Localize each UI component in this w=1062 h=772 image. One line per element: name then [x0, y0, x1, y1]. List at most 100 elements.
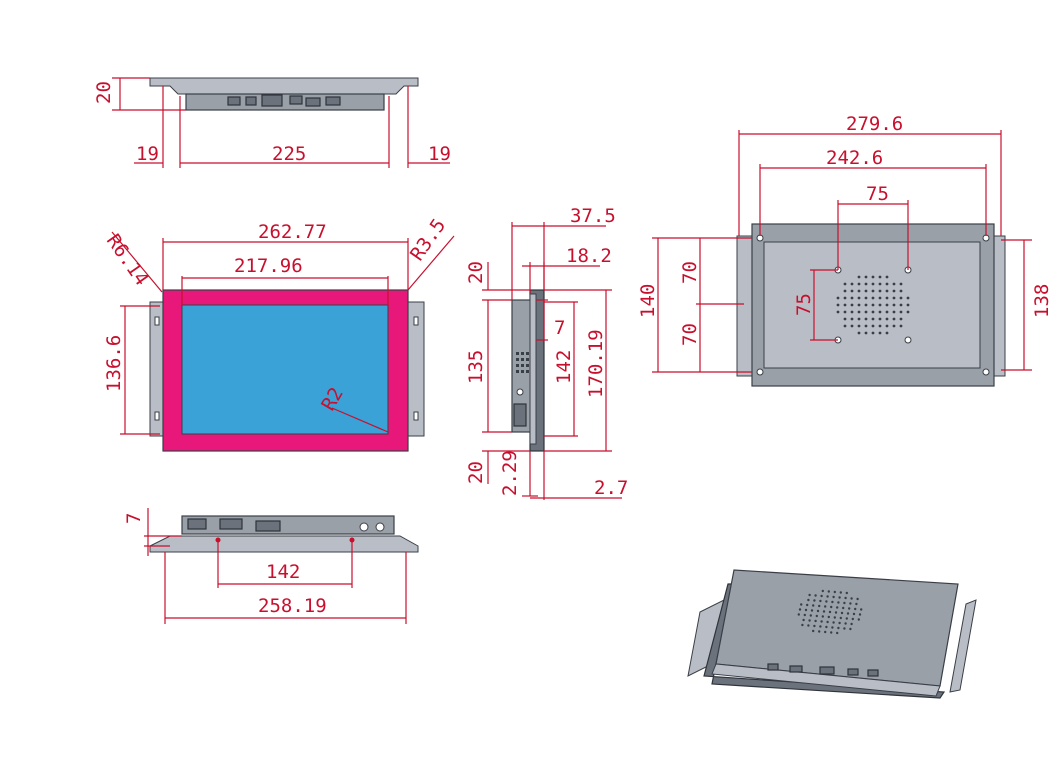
rear-view-corner-hole-3 — [756, 368, 764, 376]
iso-vent-hole — [854, 607, 857, 611]
iso-vent-hole — [837, 626, 840, 630]
vent-hole — [871, 282, 875, 286]
side-view: 37.5 18.2 20 135 7 142 170.19 20 — [465, 205, 628, 500]
vent-hole — [906, 310, 910, 314]
iso-vent-hole — [800, 603, 803, 606]
vent-hole — [878, 289, 882, 293]
iso-vent-hole — [832, 595, 835, 599]
vent-hole — [850, 317, 854, 321]
vent-hole — [864, 296, 868, 300]
vent-hole — [850, 310, 854, 314]
front-view-bracket-hole-left-1 — [154, 316, 160, 326]
iso-vent-hole — [807, 598, 810, 602]
iso-vent-hole — [834, 611, 838, 614]
iso-vent-hole — [802, 618, 805, 622]
vent-hole — [864, 331, 868, 335]
top-view-right-offset-dim: 19 — [428, 143, 451, 165]
iso-vent-hole — [831, 626, 834, 629]
rear-view-half-upper-dim: 70 — [679, 261, 701, 284]
vent-hole — [843, 324, 847, 328]
rear-view-half-lower-dim: 70 — [679, 323, 701, 346]
bottom-view-flange — [149, 535, 419, 553]
top-view-port-1 — [227, 96, 241, 106]
front-view-screen — [181, 304, 389, 435]
vent-hole — [906, 303, 910, 307]
vent-hole — [871, 310, 875, 314]
vent-hole — [857, 303, 861, 307]
iso-vent-hole — [820, 594, 823, 598]
iso-vent-hole — [845, 617, 848, 620]
iso-vent-hole — [816, 609, 820, 613]
iso-vent-hole — [842, 606, 845, 610]
vent-hole — [878, 296, 882, 300]
iso-port-3 — [819, 666, 835, 675]
vent-hole — [892, 324, 896, 328]
iso-vent-hole — [798, 608, 802, 611]
iso-right-bracket — [949, 599, 977, 693]
iso-vent-hole — [803, 613, 806, 617]
iso-vent-hole — [813, 624, 816, 628]
vent-hole — [857, 289, 861, 293]
side-view-bottom-margin-dim: 20 — [465, 461, 487, 484]
iso-vent-hole — [849, 602, 852, 605]
iso-port-2 — [789, 665, 803, 673]
vent-hole — [892, 282, 896, 286]
vent-hole — [843, 303, 847, 307]
iso-vent-hole — [843, 601, 846, 605]
top-view-body — [149, 77, 419, 95]
iso-vent-hole — [814, 619, 817, 623]
iso-port-5 — [867, 669, 879, 677]
vent-hole — [864, 310, 868, 314]
front-view-screen-width-dim: 217.96 — [234, 255, 303, 277]
vent-hole — [892, 303, 896, 307]
iso-vent-hole — [807, 624, 810, 627]
vent-hole — [878, 317, 882, 321]
vent-hole — [864, 317, 868, 321]
vent-hole — [857, 275, 861, 279]
iso-vent-hole — [849, 627, 852, 631]
side-view-bracket — [529, 293, 537, 445]
iso-vent-hole — [838, 621, 841, 625]
vent-hole — [836, 296, 840, 300]
front-view-height-dim: 136.6 — [103, 335, 125, 392]
iso-vent-hole — [824, 630, 827, 634]
iso-vent-hole — [808, 593, 811, 597]
iso-vent-hole — [822, 610, 826, 613]
vent-hole — [899, 303, 903, 307]
iso-vent-hole — [833, 616, 836, 619]
front-view-left-radius-dim: R6.14 — [102, 230, 153, 289]
iso-vent-hole — [830, 631, 833, 634]
iso-vent-hole — [839, 616, 842, 620]
vent-hole — [864, 303, 868, 307]
iso-connector-face — [711, 663, 941, 697]
iso-vent-hole — [815, 614, 818, 618]
iso-vent-hole — [845, 591, 848, 595]
bottom-view-port-2 — [219, 518, 243, 530]
top-view-port-5 — [305, 97, 321, 107]
vent-hole — [885, 324, 889, 328]
iso-vent-grid — [797, 589, 863, 635]
iso-vent-hole — [797, 613, 800, 616]
vent-hole — [899, 317, 903, 321]
iso-vent-hole — [804, 608, 808, 612]
iso-vent-hole — [857, 618, 860, 621]
rear-view-mount-height-dim: 138 — [1031, 284, 1053, 318]
vent-hole — [892, 310, 896, 314]
vent-hole — [878, 324, 882, 328]
iso-vent-hole — [831, 600, 834, 604]
vent-hole — [850, 303, 854, 307]
vent-hole — [878, 310, 882, 314]
iso-vent-hole — [848, 607, 851, 610]
iso-vent-hole — [855, 602, 858, 606]
rear-view-mount-width-dim: 242.6 — [826, 147, 883, 169]
iso-vent-hole — [821, 589, 824, 593]
vent-hole — [899, 296, 903, 300]
iso-vent-hole — [814, 594, 817, 597]
vent-hole — [885, 275, 889, 279]
iso-vent-hole — [821, 615, 824, 618]
iso-vent-hole — [812, 604, 815, 607]
iso-vent-hole — [819, 625, 822, 628]
side-view-body-depth-dim: 18.2 — [566, 245, 612, 267]
iso-vent-hole — [851, 617, 854, 621]
vent-hole — [878, 331, 882, 335]
